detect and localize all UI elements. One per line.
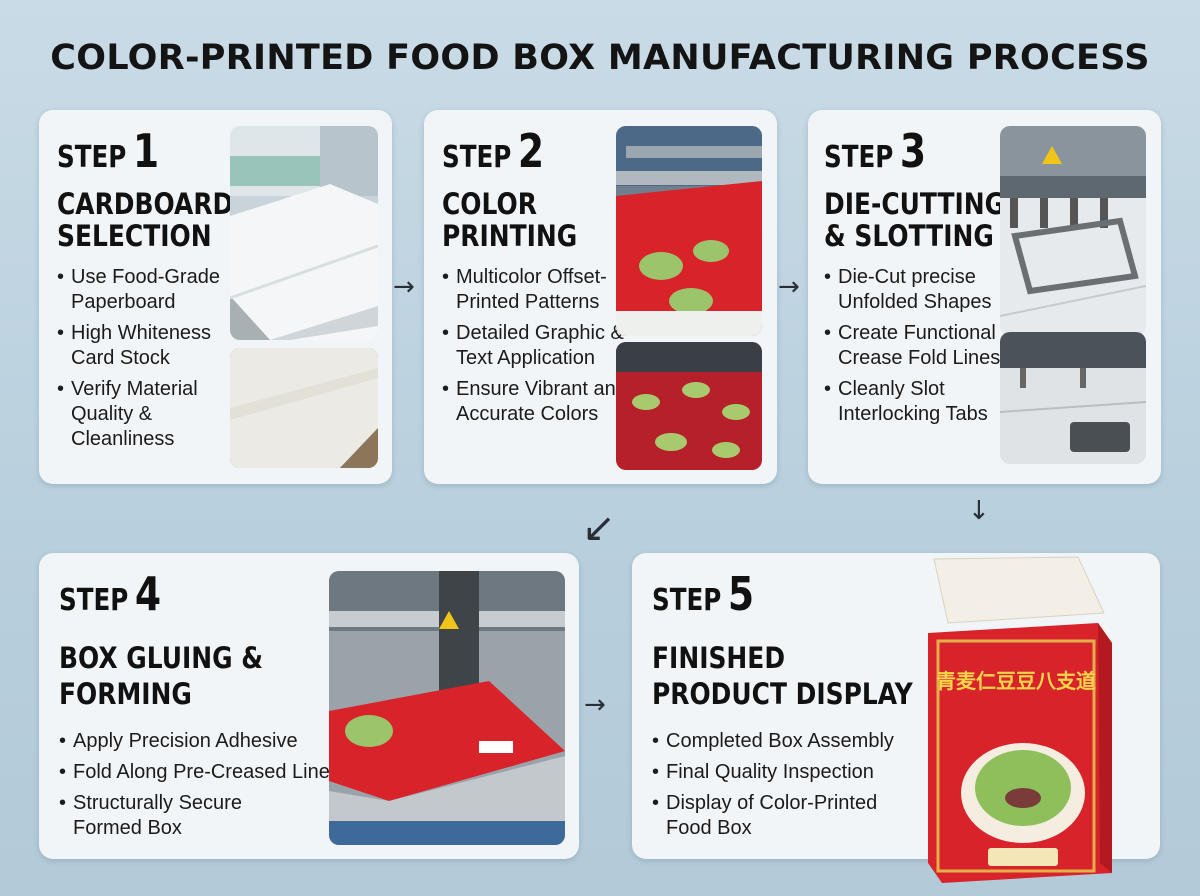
slotted-sheet-photo (1000, 332, 1146, 464)
finished-food-box: 青麦仁豆豆八支道 (928, 553, 1112, 893)
die-cutter-photo (1000, 126, 1146, 336)
printing-press-photo (616, 126, 762, 336)
step-5-bullets: Completed Box Assembly Final Quality Ins… (652, 729, 894, 847)
step-3-heading: DIE-CUTTING & SLOTTING (824, 187, 1006, 253)
arrow-right-icon: → (778, 272, 800, 302)
gluing-machine-photo (329, 571, 565, 845)
arrow-right-icon: → (584, 690, 606, 720)
bullet: Detailed Graphic &Text Application (442, 321, 627, 371)
bullet: Final Quality Inspection (652, 760, 894, 785)
bullet: Fold Along Pre-Creased Lines (59, 760, 340, 785)
page-title: COLOR-PRINTED FOOD BOX MANUFACTURING PRO… (50, 38, 1150, 78)
step-2-heading: COLOR PRINTING (442, 187, 578, 253)
step-1-heading: CARDBOARD SELECTION (57, 187, 234, 253)
arrow-right-icon: → (393, 272, 415, 302)
step-5-heading: FINISHED PRODUCT DISPLAY (652, 641, 913, 711)
factory-paperboard-photo (230, 126, 378, 340)
arrow-down-left-icon: ↙ (582, 505, 616, 551)
bullet: Multicolor Offset-Printed Patterns (442, 265, 627, 315)
box-product-name: 青麦仁豆豆八支道 (936, 669, 1096, 693)
step-4-heading: BOX GLUING & FORMING (59, 641, 264, 711)
printed-sheets-photo (616, 342, 762, 470)
card-stock-texture-photo (230, 348, 378, 468)
arrow-down-icon: ↓ (968, 496, 990, 526)
bullet: Completed Box Assembly (652, 729, 894, 754)
bullet: Apply Precision Adhesive (59, 729, 340, 754)
step-2-bullets: Multicolor Offset-Printed Patterns Detai… (442, 265, 627, 433)
step-4-bullets: Apply Precision Adhesive Fold Along Pre-… (59, 729, 340, 847)
